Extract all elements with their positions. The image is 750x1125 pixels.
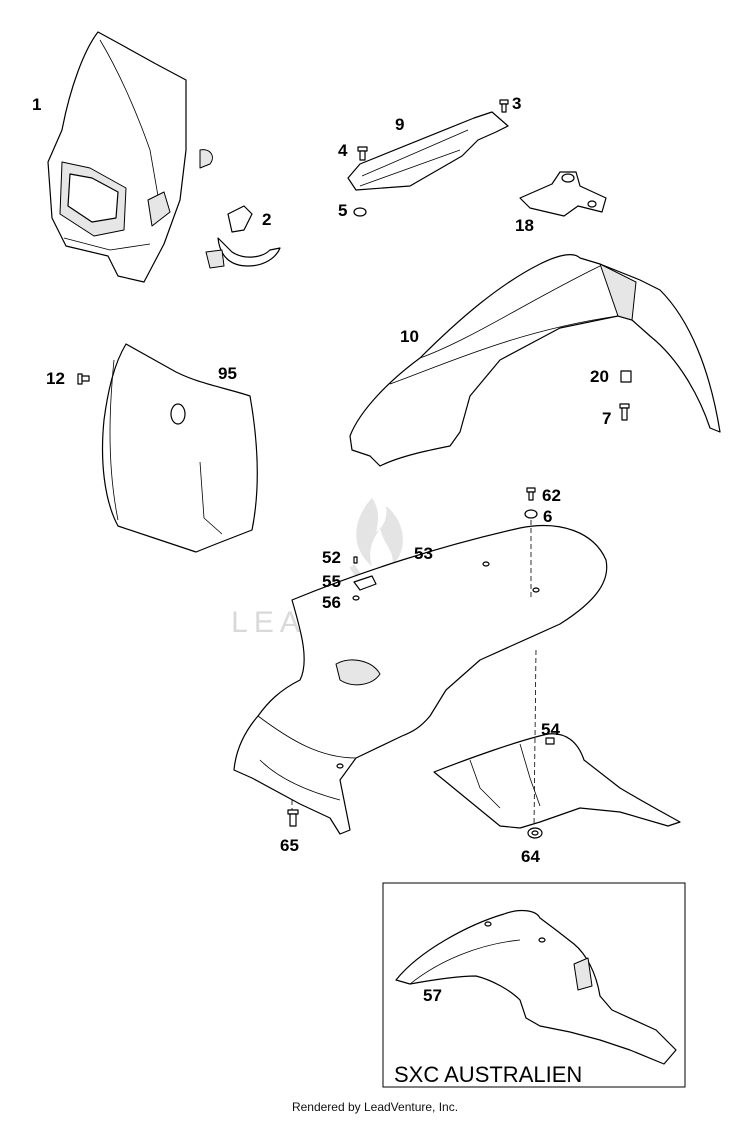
clip-55 bbox=[353, 575, 377, 591]
screw-7 bbox=[619, 403, 630, 421]
screw-12 bbox=[77, 373, 90, 385]
callout-20: 20 bbox=[590, 367, 609, 386]
callout-55: 55 bbox=[322, 572, 341, 591]
bushing-20 bbox=[620, 370, 632, 383]
callout-53: 53 bbox=[414, 544, 433, 563]
inset-panel: SXC AUSTRALIEN bbox=[382, 882, 686, 1088]
nut-5 bbox=[353, 207, 367, 217]
part-front-fender bbox=[349, 254, 721, 467]
part-sxc-rear-fender bbox=[395, 909, 677, 1065]
callout-10: 10 bbox=[400, 327, 419, 346]
callout-4: 4 bbox=[338, 141, 348, 160]
hardware bbox=[77, 99, 632, 839]
inset-frame bbox=[382, 882, 686, 1088]
leader-53-64 bbox=[533, 649, 537, 827]
nut-64 bbox=[527, 827, 543, 839]
callout-2: 2 bbox=[262, 210, 271, 229]
screw-56 bbox=[352, 595, 360, 601]
screw-65 bbox=[287, 809, 299, 827]
part-headlight-bracket bbox=[205, 205, 281, 269]
part-rear-fender bbox=[233, 524, 608, 835]
part-bracket-plate bbox=[519, 171, 607, 217]
inset-caption: SXC AUSTRALIEN bbox=[394, 1062, 582, 1087]
callout-52: 52 bbox=[322, 548, 341, 567]
callout-5: 5 bbox=[338, 201, 347, 220]
pin-52 bbox=[353, 556, 358, 564]
callout-54: 54 bbox=[541, 720, 560, 739]
screw-3 bbox=[499, 99, 509, 113]
callout-7: 7 bbox=[602, 409, 611, 428]
callout-62: 62 bbox=[542, 486, 561, 505]
callout-56: 56 bbox=[322, 593, 341, 612]
callout-3: 3 bbox=[512, 94, 521, 113]
footer-credit: Rendered by LeadVenture, Inc. bbox=[291, 1100, 459, 1114]
part-number-plate bbox=[101, 343, 258, 553]
callout-65: 65 bbox=[280, 836, 299, 855]
part-headlight-mask bbox=[47, 31, 213, 283]
callout-64: 64 bbox=[521, 847, 540, 866]
callout-6: 6 bbox=[543, 507, 552, 526]
callout-18: 18 bbox=[515, 216, 534, 235]
callout-57: 57 bbox=[423, 986, 442, 1005]
screw-4 bbox=[357, 146, 368, 161]
washer-6 bbox=[524, 509, 538, 519]
callouts: 1 2 3 4 5 6 7 9 10 12 18 20 52 53 54 55 … bbox=[32, 94, 611, 1005]
part-mounting-bracket bbox=[347, 111, 509, 191]
callout-9: 9 bbox=[395, 115, 404, 134]
callout-12: 12 bbox=[46, 369, 65, 388]
screw-62 bbox=[526, 487, 536, 501]
part-rear-mudguard bbox=[433, 733, 681, 829]
callout-95: 95 bbox=[218, 364, 237, 383]
callout-1: 1 bbox=[32, 95, 41, 114]
